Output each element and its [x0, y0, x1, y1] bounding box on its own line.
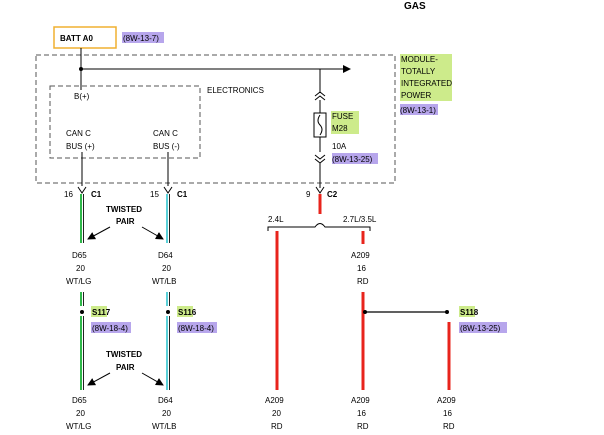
s116-ref: (8W-18-4): [178, 324, 214, 333]
module-name-line4: POWER: [401, 91, 431, 100]
d64-bot-gauge: 20: [162, 409, 171, 418]
d65-bot-code: D65: [72, 396, 87, 405]
electronics-box: [49, 85, 201, 159]
electronics-label: ELECTRONICS: [207, 86, 264, 95]
batt-box: [53, 26, 117, 49]
c1-right-pin: 15: [150, 190, 159, 199]
a209-bot2-color: RD: [357, 422, 369, 431]
junction-dot: [79, 67, 83, 71]
a209-bot1-code: A209: [265, 396, 284, 405]
c1-left-name: C1: [91, 190, 102, 199]
d65-bot-gauge: 20: [76, 409, 85, 418]
s118-id: S118: [460, 308, 479, 317]
d64-top-code: D64: [158, 251, 173, 260]
s117-ref: (8W-18-4): [92, 324, 128, 333]
fuse-rating: 10A: [332, 142, 347, 151]
b-plus-label: B(+): [74, 92, 90, 101]
s116-id-highlight: [177, 306, 193, 317]
a209-bot3-code: A209: [437, 396, 456, 405]
can-left-line1: CAN C: [66, 129, 91, 138]
d64-bot-color: WT/LB: [152, 422, 176, 431]
module-ref-highlight: [400, 104, 438, 115]
connector-c2-symbol: [315, 186, 325, 194]
s118-ref: (8W-13-25): [460, 324, 501, 333]
module-name-line3: INTEGRATED: [401, 79, 452, 88]
twisted-bottom-arrow-right: [141, 372, 164, 386]
branch-bracket: [267, 223, 371, 231]
fuse-ref-highlight: [332, 153, 378, 164]
diagram-header: GAS: [404, 1, 426, 12]
s118-left-dot: [363, 310, 367, 314]
a209-bot2-gauge: 16: [357, 409, 366, 418]
a209-mid-code: A209: [351, 251, 370, 260]
module-boundary: [35, 54, 396, 184]
fuse-feed-chevron-top: [314, 91, 326, 101]
batt-ref: (8W-13-7): [123, 34, 159, 43]
batt-ref-highlight: [122, 32, 164, 43]
d65-top-code: D65: [72, 251, 87, 260]
twisted-bottom-arrow-left: [87, 372, 111, 386]
s117-ref-highlight: [91, 322, 131, 333]
connector-c1-left-symbol: [77, 186, 87, 194]
d64-top-color: WT/LB: [152, 277, 176, 286]
d64-bot-code: D64: [158, 396, 173, 405]
a209-mid-color: RD: [357, 277, 369, 286]
s117-id: S117: [92, 308, 111, 317]
module-name-line2: TOTALLY: [401, 67, 436, 76]
connector-c1-right-symbol: [163, 186, 173, 194]
s118-id-highlight: [459, 306, 475, 317]
fuse-label: FUSE: [332, 112, 353, 121]
s116-id: S116: [178, 308, 197, 317]
module-name-highlight: [400, 54, 452, 101]
can-left-line2: BUS (+): [66, 142, 95, 151]
c1-left-pin: 16: [64, 190, 73, 199]
c1-right-name: C1: [177, 190, 188, 199]
branch-left-label: 2.4L: [268, 215, 284, 224]
fuse-ref: (8W-13-25): [332, 155, 373, 164]
s118-dot: [445, 310, 449, 314]
a209-bot1-gauge: 20: [272, 409, 281, 418]
twisted-top-line1: TWISTED: [106, 205, 142, 214]
can-right-line1: CAN C: [153, 129, 178, 138]
a209-bot1-color: RD: [271, 422, 283, 431]
module-ref: (8W-13-1): [400, 106, 436, 115]
twisted-top-line2: PAIR: [116, 217, 135, 226]
s117-id-highlight: [91, 306, 107, 317]
branch-right-label: 2.7L/3.5L: [343, 215, 377, 224]
d64-top-gauge: 20: [162, 264, 171, 273]
a209-bot2-code: A209: [351, 396, 370, 405]
fuse-feed-chevron-bottom: [314, 154, 326, 164]
a209-mid-gauge: 16: [357, 264, 366, 273]
twisted-bottom-line1: TWISTED: [106, 350, 142, 359]
a209-bot3-gauge: 16: [443, 409, 452, 418]
s116-ref-highlight: [177, 322, 217, 333]
fuse-id: M28: [332, 124, 348, 133]
d65-top-color: WT/LG: [66, 277, 91, 286]
s116-dot: [166, 310, 170, 314]
twisted-top-arrow-left: [87, 226, 111, 240]
d65-bot-color: WT/LG: [66, 422, 91, 431]
c2-pin: 9: [306, 190, 311, 199]
fuse-label-highlight: [331, 111, 359, 134]
s118-ref-highlight: [459, 322, 507, 333]
s117-dot: [80, 310, 84, 314]
twisted-top-arrow-right: [141, 226, 164, 240]
fuse-element: [317, 114, 323, 136]
module-name-line1: MODULE-: [401, 55, 438, 64]
can-right-line2: BUS (-): [153, 142, 180, 151]
twisted-bottom-line2: PAIR: [116, 363, 135, 372]
a209-bot3-color: RD: [443, 422, 455, 431]
d65-top-gauge: 20: [76, 264, 85, 273]
c2-name: C2: [327, 190, 338, 199]
batt-label: BATT A0: [60, 34, 93, 43]
